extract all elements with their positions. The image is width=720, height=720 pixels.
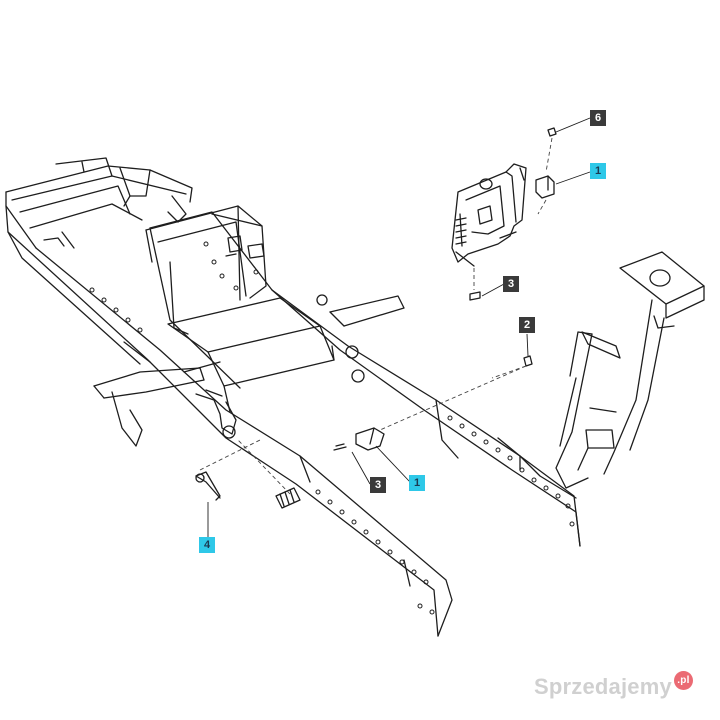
callout-6: 6 [590,110,606,126]
callout-leader-lines [207,117,591,537]
left-frame-rail [5,205,453,637]
latch-bracket-assembly [451,163,527,267]
right-step-bracket [316,294,405,383]
assembly-leader-lines [199,137,553,495]
callout-3-top: 3 [503,276,519,292]
callout-3-bottom: 3 [370,477,386,493]
watermark-text: Sprzedajemy [534,674,672,699]
callout-1-top: 1 [590,163,606,179]
rear-frame-section [5,157,193,249]
callout-2: 2 [519,317,535,333]
pin-part-top [469,291,481,301]
bushing-part-top [535,175,555,199]
spring-stud-part [275,487,301,509]
left-step-bracket [93,367,237,447]
nut-part-top [547,127,557,137]
right-frame-rail [149,211,581,547]
knob-part [195,471,221,501]
watermark-suffix-badge: .pl [673,670,693,690]
watermark: Sprzedajemy .pl [534,670,693,702]
callout-4: 4 [199,537,215,553]
callout-1-bottom: 1 [409,475,425,491]
screw-part [523,355,533,367]
switch-part [333,427,385,451]
center-cross-member [167,297,335,413]
pedal-assembly [555,251,705,489]
frame-holes [89,241,575,615]
